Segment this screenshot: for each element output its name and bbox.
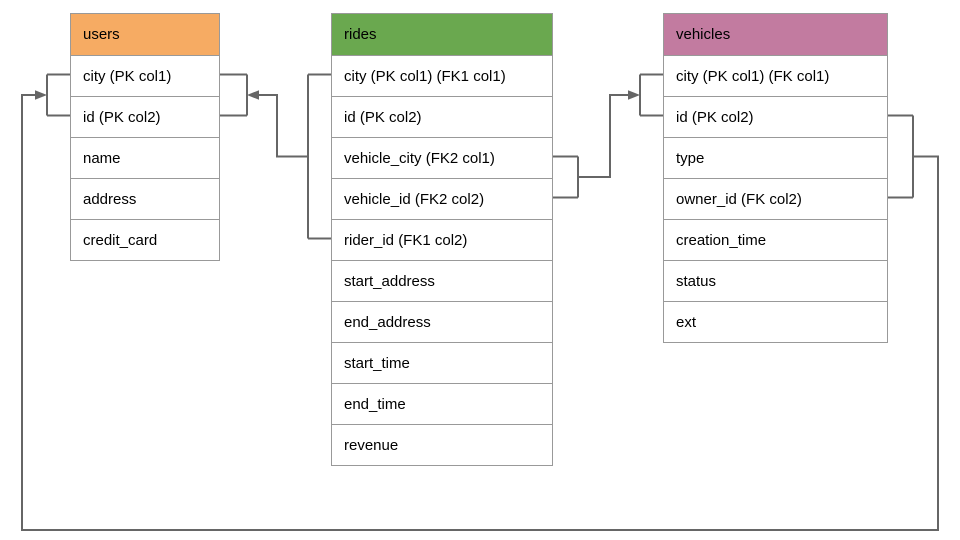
table-row: city (PK col1) (FK col1)	[664, 55, 887, 96]
table-vehicles-header: vehicles	[664, 14, 887, 55]
table-row: ext	[664, 301, 887, 342]
table-users: users city (PK col1) id (PK col2) name a…	[70, 13, 220, 261]
table-row: id (PK col2)	[332, 96, 552, 137]
table-row: start_address	[332, 260, 552, 301]
table-rides: rides city (PK col1) (FK1 col1) id (PK c…	[331, 13, 553, 466]
table-rides-header: rides	[332, 14, 552, 55]
connector-line	[258, 73, 331, 240]
relationship-rides-to-vehicles	[553, 73, 663, 199]
table-row: creation_time	[664, 219, 887, 260]
connector-line	[578, 94, 629, 178]
table-row: start_time	[332, 342, 552, 383]
table-row: id (PK col2)	[71, 96, 219, 137]
relationship-rides-to-users	[220, 73, 331, 240]
table-users-header: users	[71, 14, 219, 55]
arrowhead-icon	[247, 90, 259, 100]
table-row: end_address	[332, 301, 552, 342]
table-vehicles: vehicles city (PK col1) (FK col1) id (PK…	[663, 13, 888, 343]
table-row: status	[664, 260, 887, 301]
table-row: name	[71, 137, 219, 178]
table-row: rider_id (FK1 col2)	[332, 219, 552, 260]
table-row: city (PK col1) (FK1 col1)	[332, 55, 552, 96]
table-row: vehicle_id (FK2 col2)	[332, 178, 552, 219]
table-row: owner_id (FK col2)	[664, 178, 887, 219]
connector-bracket	[888, 114, 914, 199]
table-row: type	[664, 137, 887, 178]
connector-bracket	[46, 73, 70, 117]
arrowhead-icon	[35, 90, 47, 100]
table-row: city (PK col1)	[71, 55, 219, 96]
table-row: credit_card	[71, 219, 219, 260]
connector-bracket	[639, 73, 663, 117]
table-row: address	[71, 178, 219, 219]
arrowhead-icon	[628, 90, 640, 100]
table-row: vehicle_city (FK2 col1)	[332, 137, 552, 178]
table-row: end_time	[332, 383, 552, 424]
table-row: id (PK col2)	[664, 96, 887, 137]
connector-bracket	[220, 73, 248, 117]
table-row: revenue	[332, 424, 552, 465]
connector-bracket	[553, 155, 579, 199]
